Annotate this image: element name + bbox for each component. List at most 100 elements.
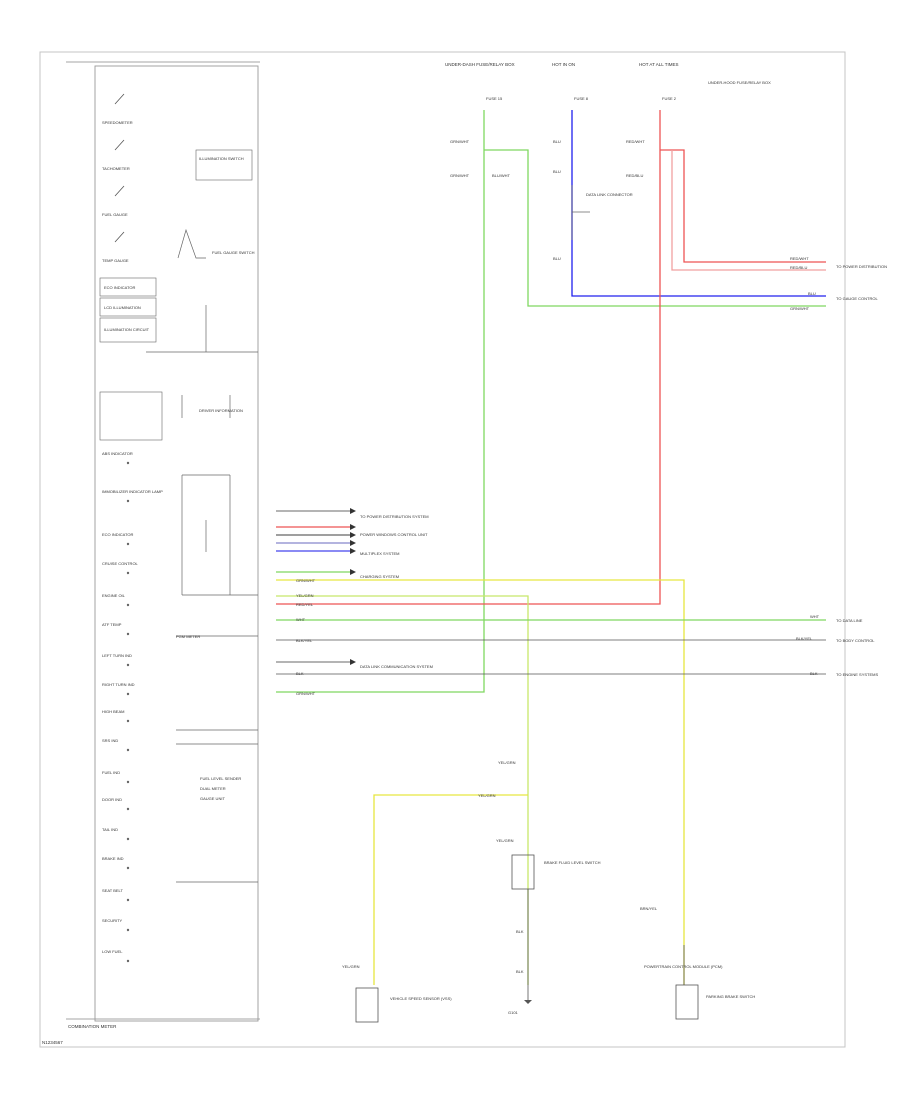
wire-green-top (484, 149, 826, 307)
component-label: BRAKE FLUID LEVEL SWITCH (544, 860, 601, 865)
side-label: GAUGE UNIT (200, 796, 225, 801)
ground-symbol (524, 1000, 532, 1004)
wire-red-1 (276, 110, 661, 605)
indicator-label: ECO INDICATOR (102, 532, 134, 537)
indicator-lamps (126, 461, 130, 963)
indicator-label: DOOR IND (102, 797, 122, 802)
component-label: POWERTRAIN CONTROL MODULE (PCM) (644, 964, 723, 969)
wire-color-label: BLK (516, 969, 524, 974)
wire-color-label: YEL/GRN (498, 760, 516, 765)
connector-ref: TO POWER DISTRIBUTION (836, 264, 887, 269)
harness-labels: TO POWER DISTRIBUTION SYSTEM POWER WINDO… (360, 514, 433, 669)
gauge-label: SPEEDOMETER (102, 120, 133, 125)
harness-label: DATA LINK COMMUNICATION SYSTEM (360, 664, 433, 669)
bottom-components (355, 854, 699, 1023)
harness-label: TO POWER DISTRIBUTION SYSTEM (360, 514, 429, 519)
box-label: ECO INDICATOR (104, 285, 136, 290)
connector-ref: TO GAUGE CONTROL (836, 296, 878, 301)
component-label: PARKING BRAKE SWITCH (706, 994, 755, 999)
connector-arrows (350, 508, 356, 665)
wire-color-label: BLU (553, 169, 561, 174)
fuse-note: UNDER-HOOD FUSE/RELAY BOX (708, 80, 771, 85)
wire-yellow-right (276, 579, 685, 985)
indicator-label: BRAKE IND (102, 856, 124, 861)
fuse-title: HOT AT ALL TIMES (639, 62, 679, 67)
wire-blue (571, 110, 826, 297)
harness-label: POWER WINDOWS CONTROL UNIT (360, 532, 428, 537)
connector-stubs (276, 510, 350, 663)
side-label: ILLUMINATION SWITCH (199, 156, 244, 161)
wire-color-label: GRN/WHT (450, 173, 470, 178)
fuse-title: HOT IN ON (552, 62, 575, 67)
indicator-label: SECURITY (102, 918, 123, 923)
harness-label: MULTIPLEX SYSTEM (360, 551, 400, 556)
wire-color-label: BLK/YEL (796, 636, 813, 641)
wire-yellow-mid (276, 595, 529, 985)
connector-ref: TO ENGINE SYSTEMS (836, 672, 878, 677)
wire-yellow-left (373, 794, 528, 985)
wire-red-2 (660, 149, 826, 263)
component-label: G101 (508, 1010, 519, 1015)
wire-color-label: GRN/WHT (296, 691, 316, 696)
indicator-labels: ABS INDICATOR IMMOBILIZER INDICATOR LAMP… (102, 451, 163, 954)
wire-color-label: WHT (296, 617, 306, 622)
box-label: ILLUMINATION CIRCUIT (104, 327, 150, 332)
indicator-label: ATF TEMP (102, 622, 122, 627)
wire-color-label: BLK (296, 671, 304, 676)
wire-color-label: RED/WHT (626, 139, 645, 144)
indicator-label: FUEL IND (102, 770, 120, 775)
wire-color-label: BLU (808, 291, 816, 296)
indicator-label: LOW FUEL (102, 949, 123, 954)
wire-labels: GRN/WHT BLU RED/WHT GRN/WHT BLU/WHT BLU … (296, 139, 820, 974)
side-label: PGM METER (176, 634, 200, 639)
indicator-label: CRUISE CONTROL (102, 561, 139, 566)
fuse-label: FUSE 15 (486, 96, 503, 101)
indicator-label: ENGINE OIL (102, 593, 126, 598)
side-label: DRIVER INFORMATION (199, 408, 243, 413)
indicator-label: SEAT BELT (102, 888, 123, 893)
side-label: DUAL METER (200, 786, 226, 791)
wire-green-vertical (276, 110, 485, 693)
fuse-title: UNDER-DASH FUSE/RELAY BOX (445, 62, 515, 67)
wire-color-label: WHT (810, 614, 820, 619)
relay-caption: DATA LINK CONNECTOR (586, 192, 633, 197)
connector-ref: TO DATA LINE (836, 618, 863, 623)
fuse-sources: UNDER-DASH FUSE/RELAY BOX HOT IN ON HOT … (445, 62, 771, 101)
wire-color-label: RED/BLU (790, 265, 807, 270)
fuse-label: FUSE 2 (662, 96, 677, 101)
wire-color-label: BLU/WHT (492, 173, 511, 178)
wire-color-label: GRN/WHT (790, 306, 810, 311)
wire-color-label: RED/WHT (790, 256, 809, 261)
indicator-label: RIGHT TURN IND (102, 682, 135, 687)
relay-block (571, 185, 590, 240)
wire-color-label: GRN/WHT (296, 578, 316, 583)
wire-color-label: BLU (553, 139, 561, 144)
wire-color-label: RED/BLU (626, 173, 643, 178)
box-label: LCD ILLUMINATION (104, 305, 141, 310)
connector-refs: TO POWER DISTRIBUTION TO GAUGE CONTROL T… (836, 264, 887, 677)
side-label: FUEL LEVEL SENDER (200, 776, 241, 781)
component-label: VEHICLE SPEED SENSOR (VSS) (390, 996, 452, 1001)
gauge-label: TACHOMETER (102, 166, 130, 171)
combination-meter: COMBINATION METER (66, 61, 260, 1029)
gauges (114, 93, 125, 243)
wire-color-label: GRN/WHT (450, 139, 470, 144)
fuse-label: FUSE 8 (574, 96, 589, 101)
wire-red-3 (671, 150, 826, 271)
wire-color-label: YEL/GRN (496, 838, 514, 843)
module-caption: COMBINATION METER (68, 1024, 117, 1029)
indicator-label: IMMOBILIZER INDICATOR LAMP (102, 489, 163, 494)
indicator-label: HIGH BEAM (102, 709, 124, 714)
wire-color-label: YEL/GRN (342, 964, 360, 969)
gauge-label: TEMP GAUGE (102, 258, 129, 263)
wires (276, 110, 826, 985)
wire-color-label: BLU (553, 256, 561, 261)
gauge-label: FUEL GAUGE (102, 212, 128, 217)
wire-color-label: BLK (810, 671, 818, 676)
wire-color-label: BLK/YEL (296, 638, 313, 643)
internal-circuits (146, 228, 258, 883)
indicator-label: ABS INDICATOR (102, 451, 133, 456)
indicator-label: TAIL IND (102, 827, 118, 832)
footer-code: N1234567 (42, 1040, 63, 1045)
